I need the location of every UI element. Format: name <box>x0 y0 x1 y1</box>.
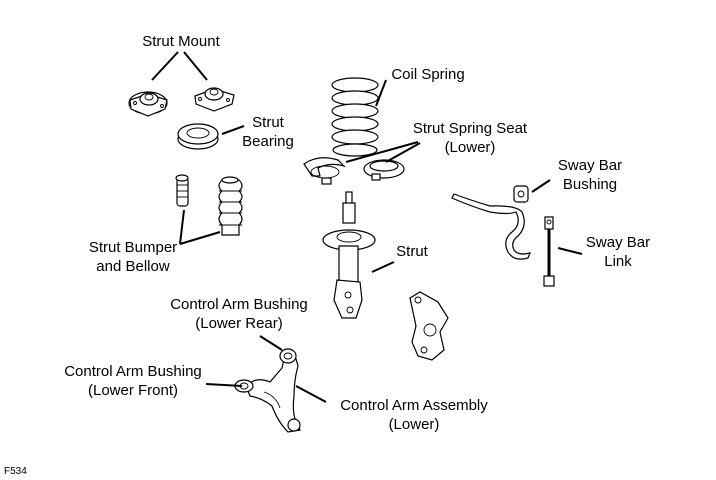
leader-lines <box>151 51 583 403</box>
label-strut-spring-seat: Strut Spring Seat (Lower) <box>400 119 540 157</box>
leader-ca-bushing-front <box>205 383 243 387</box>
label-strut-spring-seat-line1: Strut Spring Seat <box>412 120 528 137</box>
label-strut-bumper: Strut Bumper and Bellow <box>78 238 188 276</box>
label-sway-bar-link-line2: Link <box>604 253 632 270</box>
leader-spring-seat-left <box>345 141 419 163</box>
leader-ca-bushing-rear <box>259 335 283 351</box>
strut-spring-seat-left-part <box>303 157 347 185</box>
label-coil-spring: Coil Spring <box>380 65 476 84</box>
figure-code: F534 <box>4 466 27 477</box>
leader-spring-seat-right <box>385 142 421 163</box>
label-ca-assembly-line1: Control Arm Assembly <box>340 397 488 414</box>
label-strut-text: Strut <box>396 243 428 260</box>
leader-sway-bar-link <box>557 247 583 255</box>
leader-strut <box>371 261 395 273</box>
label-ca-bushing-rear-line1: Control Arm Bushing <box>170 296 308 313</box>
label-ca-assembly-line2: (Lower) <box>388 416 440 433</box>
leader-bellow <box>179 231 221 245</box>
leader-strut-mount-right <box>183 51 208 81</box>
label-ca-bushing-rear: Control Arm Bushing (Lower Rear) <box>160 295 318 333</box>
sway-bar-bushing-part <box>513 185 529 203</box>
label-ca-assembly: Control Arm Assembly (Lower) <box>324 396 504 434</box>
label-strut-bumper-line2: and Bellow <box>96 258 170 275</box>
label-strut-bumper-line1: Strut Bumper <box>88 239 178 256</box>
label-ca-bushing-front: Control Arm Bushing (Lower Front) <box>54 362 212 400</box>
coil-spring-part <box>331 77 379 157</box>
sway-bar-link-part <box>543 216 555 287</box>
strut-bearing-part <box>177 123 219 150</box>
label-strut-spring-seat-line2: (Lower) <box>444 139 496 156</box>
label-strut: Strut <box>388 242 436 261</box>
strut-part <box>322 191 376 319</box>
label-strut-mount-text: Strut Mount <box>142 33 220 50</box>
leader-strut-mount-left <box>151 51 179 81</box>
strut-mount-right-part <box>194 87 235 112</box>
label-ca-bushing-front-line1: Control Arm Bushing <box>64 363 202 380</box>
label-sway-bar-bushing-line2: Bushing <box>562 176 618 193</box>
strut-bumper-part <box>175 174 189 207</box>
leader-coil-spring <box>375 79 387 107</box>
label-sway-bar-bushing-line1: Sway Bar <box>557 157 623 174</box>
sway-bar-part <box>451 193 531 260</box>
strut-mount-left-part <box>128 91 168 117</box>
label-strut-mount: Strut Mount <box>128 32 234 51</box>
label-strut-bearing-line2: Bearing <box>242 133 294 150</box>
bellow-part <box>218 176 243 236</box>
label-strut-bearing: Strut Bearing <box>234 113 302 151</box>
label-strut-bearing-line1: Strut <box>252 114 284 131</box>
leader-strut-bearing <box>221 125 245 135</box>
label-ca-bushing-front-line2: (Lower Front) <box>87 382 179 399</box>
label-sway-bar-bushing: Sway Bar Bushing <box>548 156 632 194</box>
label-sway-bar-link-line1: Sway Bar <box>585 234 651 251</box>
label-ca-bushing-rear-line2: (Lower Rear) <box>195 315 283 332</box>
strut-spring-seat-right-part <box>363 159 405 181</box>
leader-sway-bar-bushing <box>531 179 551 193</box>
label-coil-spring-text: Coil Spring <box>391 66 465 83</box>
control-arm-part <box>234 348 301 433</box>
leader-ca-assembly <box>295 385 327 403</box>
knuckle-part <box>409 291 449 361</box>
label-sway-bar-link: Sway Bar Link <box>576 233 660 271</box>
leader-strut-bumper <box>179 209 185 245</box>
